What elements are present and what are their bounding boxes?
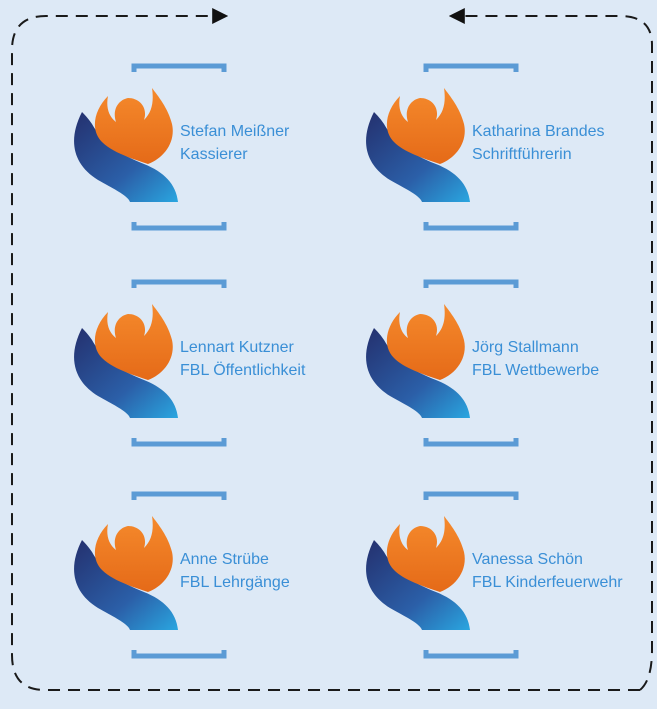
member-card: Vanessa Schön FBL Kinderfeuerwehr — [360, 490, 657, 660]
member-text: Katharina Brandes Schriftführerin — [472, 120, 605, 166]
member-name: Jörg Stallmann — [472, 339, 579, 356]
member-card: Jörg Stallmann FBL Wettbewerbe — [360, 278, 657, 448]
member-card: Stefan Meißner Kassierer — [68, 62, 368, 232]
flame-logo-icon — [366, 516, 470, 630]
member-name: Stefan Meißner — [180, 123, 290, 140]
member-role: Kassierer — [180, 146, 248, 163]
member-text: Vanessa Schön FBL Kinderfeuerwehr — [472, 548, 623, 594]
member-text: Lennart Kutzner FBL Öffentlichkeit — [180, 336, 305, 382]
bracket-decoration — [131, 63, 227, 231]
bracket-decoration — [423, 279, 519, 447]
member-text: Stefan Meißner Kassierer — [180, 120, 289, 166]
member-text: Anne Strübe FBL Lehrgänge — [180, 548, 290, 594]
member-role: FBL Kinderfeuerwehr — [472, 574, 623, 591]
flame-logo-icon — [74, 516, 178, 630]
member-card: Anne Strübe FBL Lehrgänge — [68, 490, 368, 660]
bracket-decoration — [423, 63, 519, 231]
frame-right-arrow-path — [448, 8, 653, 691]
member-role: Schriftführerin — [472, 146, 572, 163]
bracket-decoration — [423, 491, 519, 659]
bracket-decoration — [131, 491, 227, 659]
member-name: Anne Strübe — [180, 551, 269, 568]
member-role: FBL Wettbewerbe — [472, 362, 600, 379]
member-text: Jörg Stallmann FBL Wettbewerbe — [472, 336, 599, 382]
flame-logo-icon — [74, 88, 178, 202]
flame-logo-icon — [366, 88, 470, 202]
flame-logo-icon — [74, 304, 178, 418]
bracket-decoration — [131, 279, 227, 447]
member-name: Vanessa Schön — [472, 551, 583, 568]
flame-logo-icon — [366, 304, 470, 418]
member-role: FBL Lehrgänge — [180, 574, 290, 591]
member-card: Katharina Brandes Schriftführerin — [360, 62, 657, 232]
member-card: Lennart Kutzner FBL Öffentlichkeit — [68, 278, 368, 448]
member-name: Katharina Brandes — [472, 123, 605, 140]
member-name: Lennart Kutzner — [180, 339, 294, 356]
member-role: FBL Öffentlichkeit — [180, 362, 306, 379]
frame-left-arrow-path — [11, 8, 640, 691]
